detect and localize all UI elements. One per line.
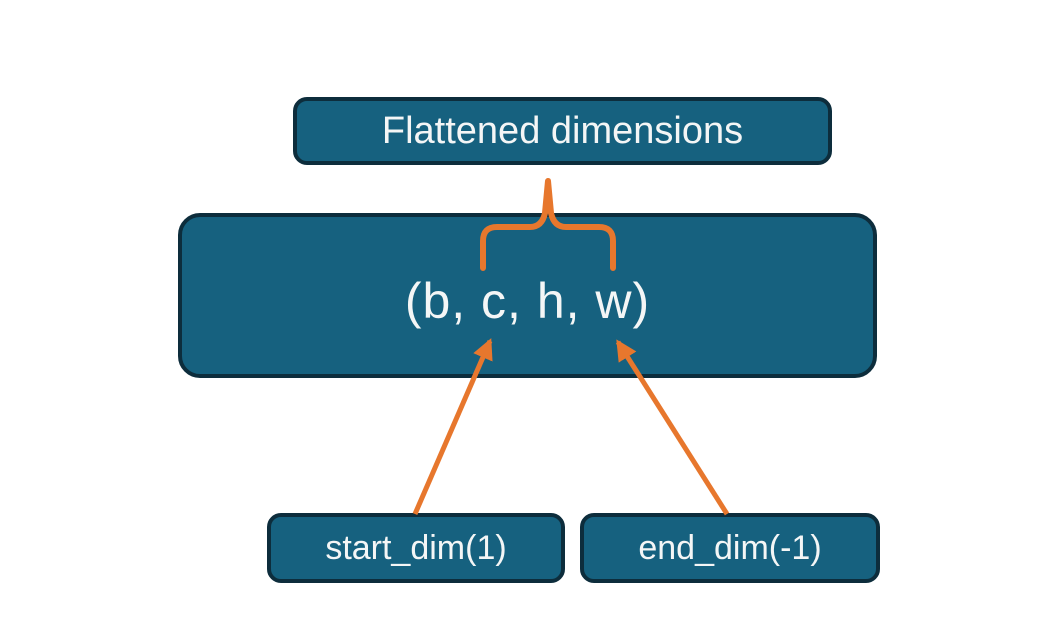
flattened-dimensions-label: Flattened dimensions [381, 110, 744, 152]
start-dim-box: start_dim(1) [267, 513, 565, 583]
flattened-dimensions-box: Flattened dimensions [293, 97, 832, 165]
end-dim-box: end_dim(-1) [580, 513, 880, 583]
end-dim-label: end_dim(-1) [638, 529, 822, 567]
tuple-label: (b, c, h, w) [404, 272, 651, 329]
tuple-box: (b, c, h, w) [178, 213, 877, 378]
start-dim-label: start_dim(1) [325, 529, 507, 567]
